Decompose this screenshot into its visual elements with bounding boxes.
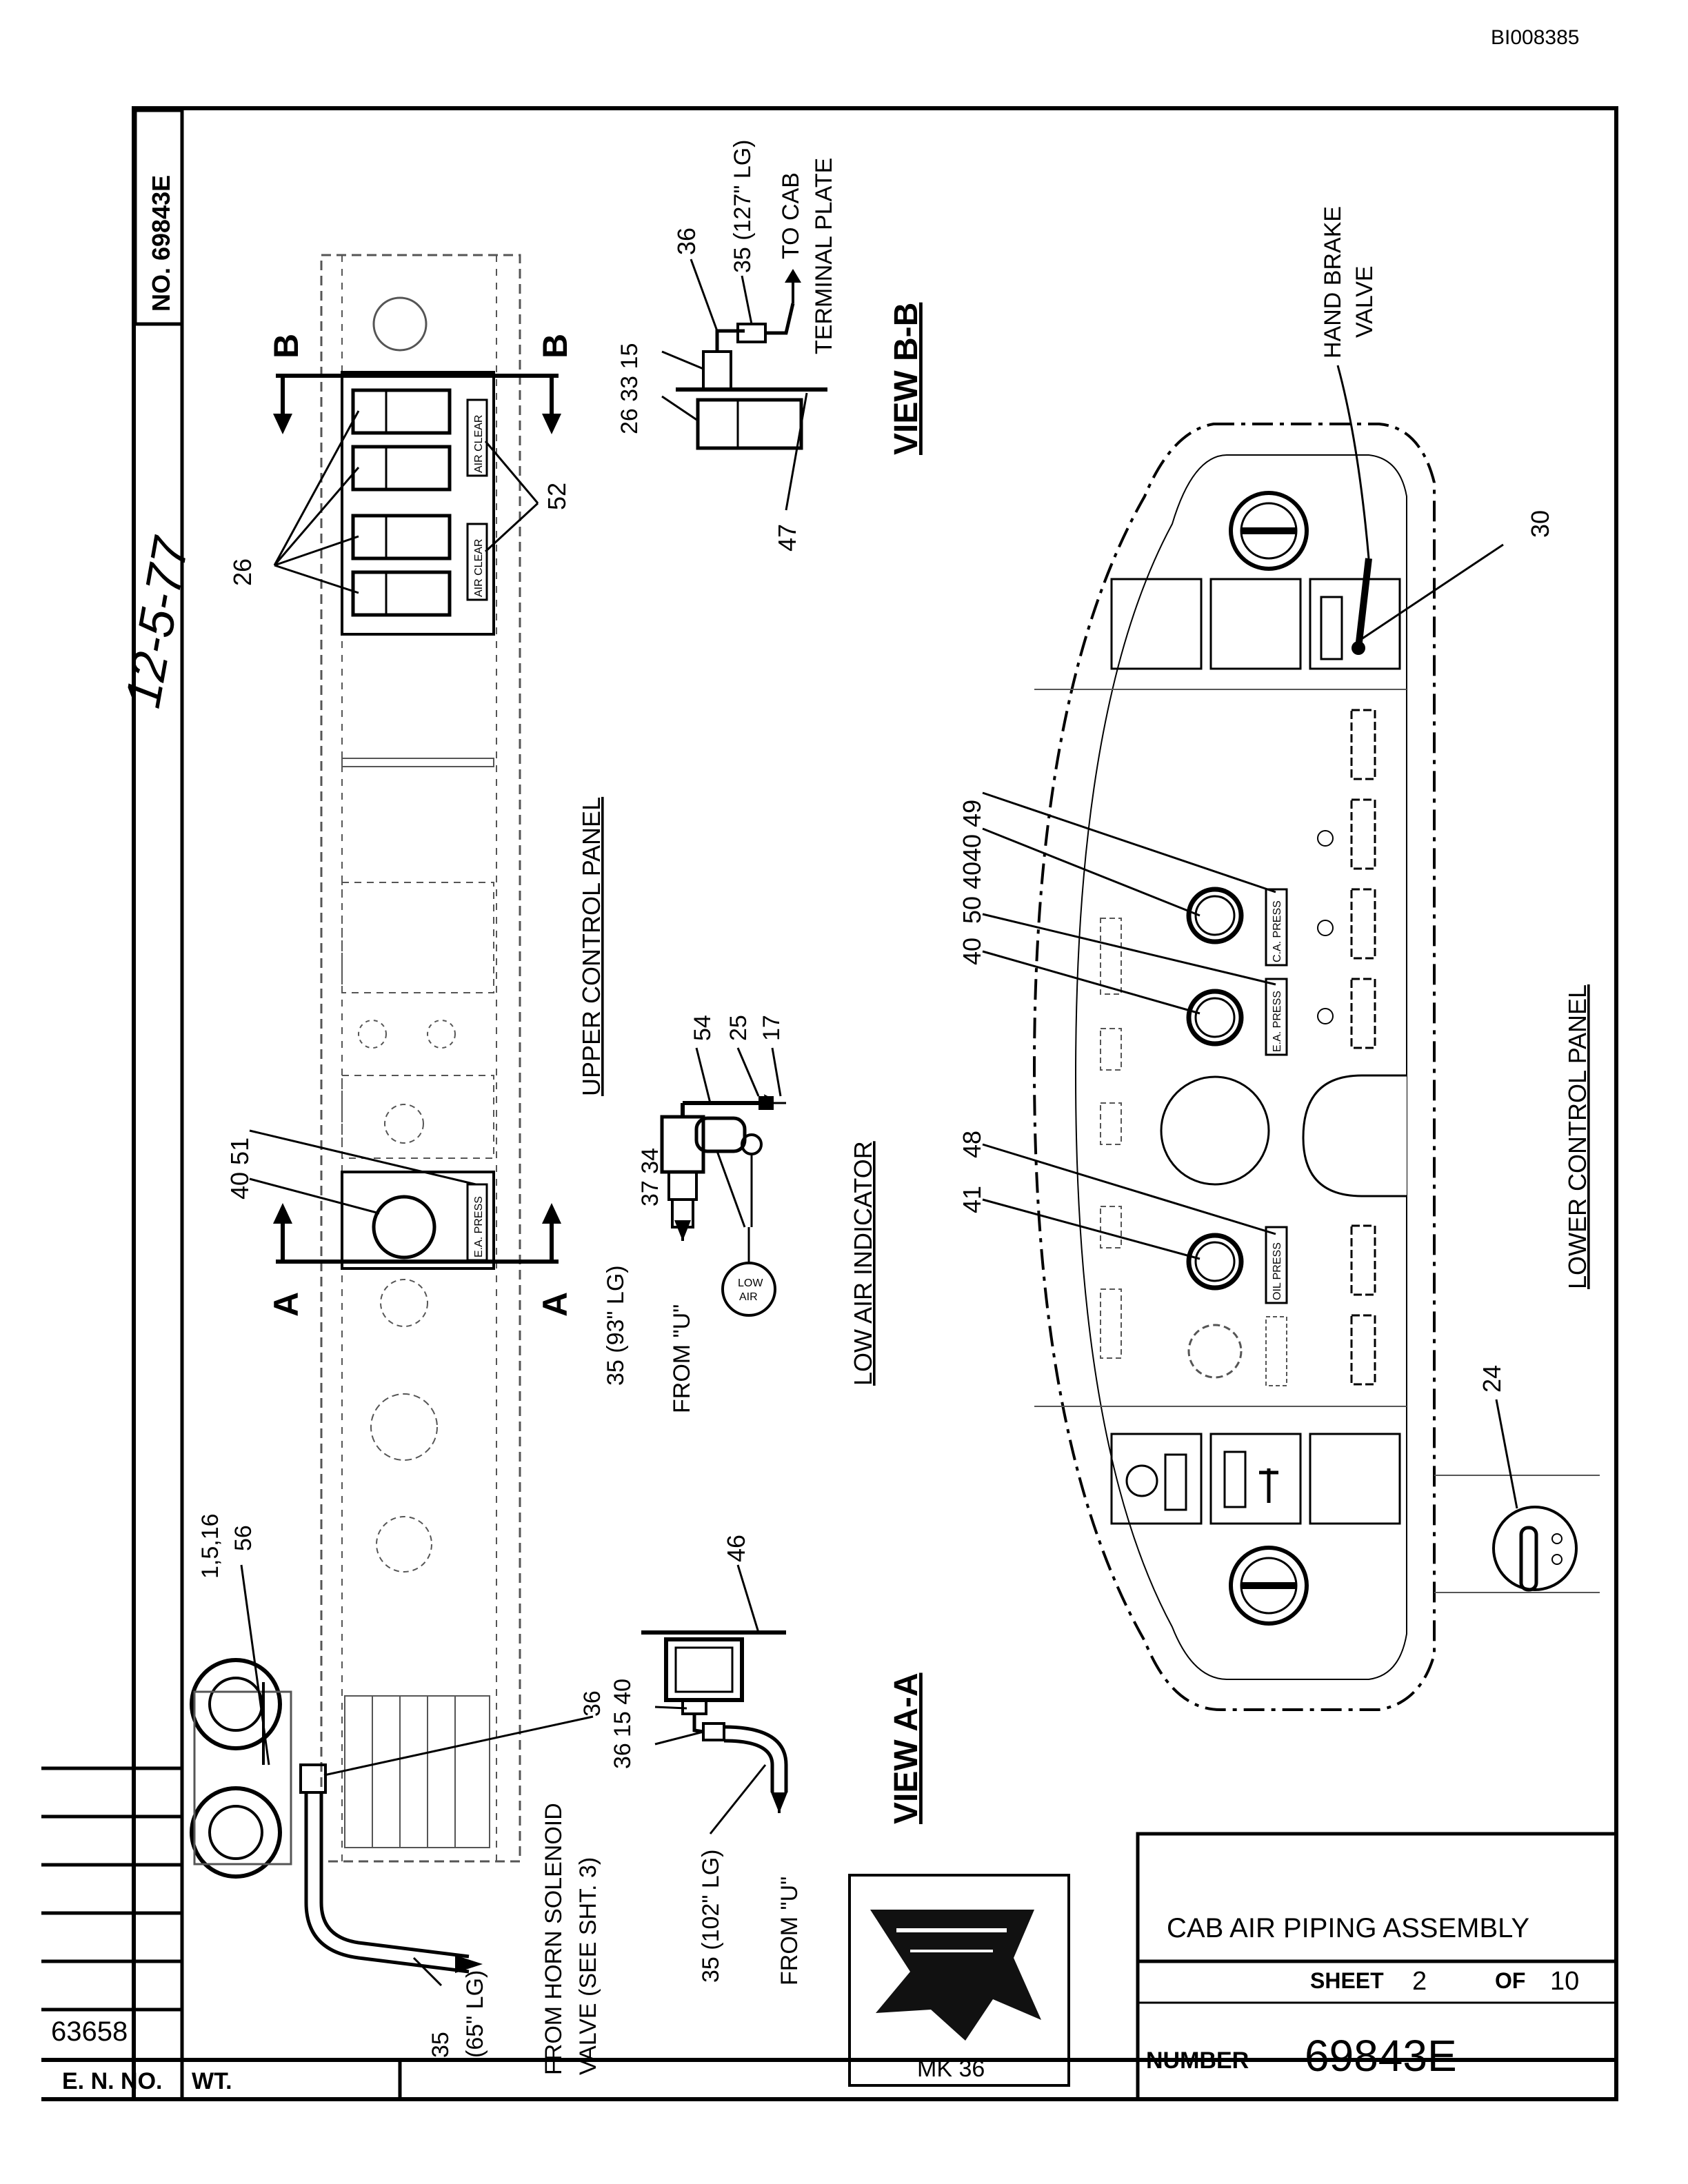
document-id: BI008385 [1491,26,1579,49]
note-hand-brake-1: HAND BRAKE [1320,206,1346,358]
of-label: OF [1495,1968,1525,1993]
callout-54: 54 [690,1015,716,1041]
callout-40-51: 40 51 [225,1138,254,1200]
callout-41: 41 [958,1186,986,1213]
callout-36-bb: 36 [672,228,701,255]
note-to-cab-2: TERMINAL PLATE [811,158,837,354]
note-from-u-aa: FROM "U" [776,1877,803,1985]
oil-press-gauge [1186,1233,1244,1291]
callout-35-65b: (65" LG) [462,1970,488,2058]
ea-press-label-upper: E.A. PRESS [473,1196,485,1257]
callout-46: 46 [722,1535,750,1562]
section-mark-b-left: B [267,334,305,358]
note-from-u-low-air: FROM "U" [669,1304,695,1413]
section-mark-a-left: A [267,1292,305,1317]
callout-35-102: 35 (102" LG) [698,1849,724,1983]
lower-panel-title: LOWER CONTROL PANEL [1563,984,1591,1289]
air-valve-24 [1434,1475,1600,1593]
title-block: CAB AIR PIPING ASSEMBLY SHEET 2 OF 10 NU… [1136,1832,1618,2101]
callout-36-side: 36 [579,1690,605,1717]
section-mark-b-right: B [536,334,574,358]
lower-control-panel: C.A. PRESS E.A. PRESS OIL PRESS LOWE [1032,423,1600,1711]
logo-caption: MK 36 [917,2056,985,2082]
callout-35-127: 35 (127" LG) [730,139,756,273]
callout-52: 52 [543,483,571,510]
en-number-value: 63658 [51,2016,128,2047]
number-label: NUMBER [1146,2048,1249,2074]
note-hand-brake-2: VALVE [1352,265,1378,338]
ea-press-gauge [1186,989,1244,1046]
callout-47: 47 [773,524,801,552]
low-air-indicator: LOW AIR 54 25 17 37 34 35 (93" LG) FROM … [603,1015,877,1413]
horn-tubing: 1,5,16 56 36 35 (65" LG) FROM HORN SOLEN… [190,1513,605,2075]
note-from-horn-1: FROM HORN SOLENOID [541,1803,567,2075]
handwritten-date: 12-5-77 [115,532,199,712]
section-mark-a-right: A [536,1292,574,1317]
callout-37-34: 37 34 [637,1148,663,1206]
view-a-a-title: VIEW A-A [888,1672,925,1824]
company-logo-icon [870,1910,1041,2041]
callout-50-40: 50 40 [958,862,986,924]
drawing-title: CAB AIR PIPING ASSEMBLY [1167,1913,1529,1943]
callout-35-93: 35 (93" LG) [603,1265,629,1386]
air-clear-label-1: AIR CLEAR [473,415,485,473]
callout-48: 48 [958,1131,986,1158]
callout-26-upper: 26 [228,558,257,586]
drawing-number: 69843E [1305,2031,1457,2081]
callout-26-33-15: 26 33 15 [616,343,643,434]
callout-40-lower: 40 [958,938,986,965]
view-b-b: 36 35 (127" LG) TO CAB TERMINAL PLATE 26… [616,139,925,552]
upper-panel-title: UPPER CONTROL PANEL [577,797,605,1096]
callout-40-49: 40 49 [958,800,986,862]
logo-box: MK 36 [848,1874,1070,2087]
callout-30: 30 [1526,510,1554,538]
low-air-title: LOW AIR INDICATOR [849,1141,877,1386]
sheet-label: SHEET [1310,1968,1384,1993]
callout-24: 24 [1478,1365,1506,1393]
large-gauge [1160,1075,1270,1186]
low-air-gauge-label-2: AIR [739,1291,758,1303]
drawing-number-box: NO. 69843E [133,108,184,326]
rotary-knob-top [1229,491,1309,571]
drawing-number-vertical: NO. 69843E [147,175,175,312]
en-number-label: E. N. NO. [62,2068,162,2094]
ca-press-label: C.A. PRESS [1272,900,1283,962]
section-line-a: A A [267,1203,574,1317]
revision-block: 63658 E. N. NO. WT. [41,2008,402,2099]
weight-label: WT. [192,2068,232,2094]
rotary-knob-bottom [1229,1546,1309,1626]
section-line-b: B B [267,334,574,434]
note-from-horn-2: VALVE (SEE SHT. 3) [575,1857,601,2075]
callout-35-65a: 35 [428,2032,454,2058]
sheet-total: 10 [1550,1967,1579,1996]
air-clear-label-2: AIR CLEAR [473,539,485,597]
callout-1-5-16: 1,5,16 [197,1513,223,1579]
sheet-number: 2 [1412,1967,1427,1996]
view-a-a: 46 15 40 36 35 (102" LG) FROM "U" VIEW A… [610,1535,925,1985]
ca-press-gauge [1186,887,1244,944]
lower-panel-callouts: 40 49 50 40 40 41 48 30 24 HAND BRAKE VA… [958,206,1554,1509]
low-air-gauge-label-1: LOW [738,1277,763,1289]
upper-control-panel: AIR CLEAR AIR CLEAR B B E.A. PRESS [267,254,605,1863]
oil-press-label: OIL PRESS [1272,1242,1283,1300]
callout-17: 17 [758,1015,785,1041]
note-to-cab-1: TO CAB [778,172,804,259]
callout-56: 56 [230,1525,257,1551]
upper-panel-callouts: 26 52 40 51 [225,410,571,1215]
view-b-b-title: VIEW B-B [888,303,925,455]
callout-36-aa: 36 [610,1743,636,1769]
callout-15-40: 15 40 [610,1679,636,1737]
ea-press-label-lower: E.A. PRESS [1272,991,1283,1052]
air-valve-group [351,388,452,617]
callout-25: 25 [725,1015,752,1041]
